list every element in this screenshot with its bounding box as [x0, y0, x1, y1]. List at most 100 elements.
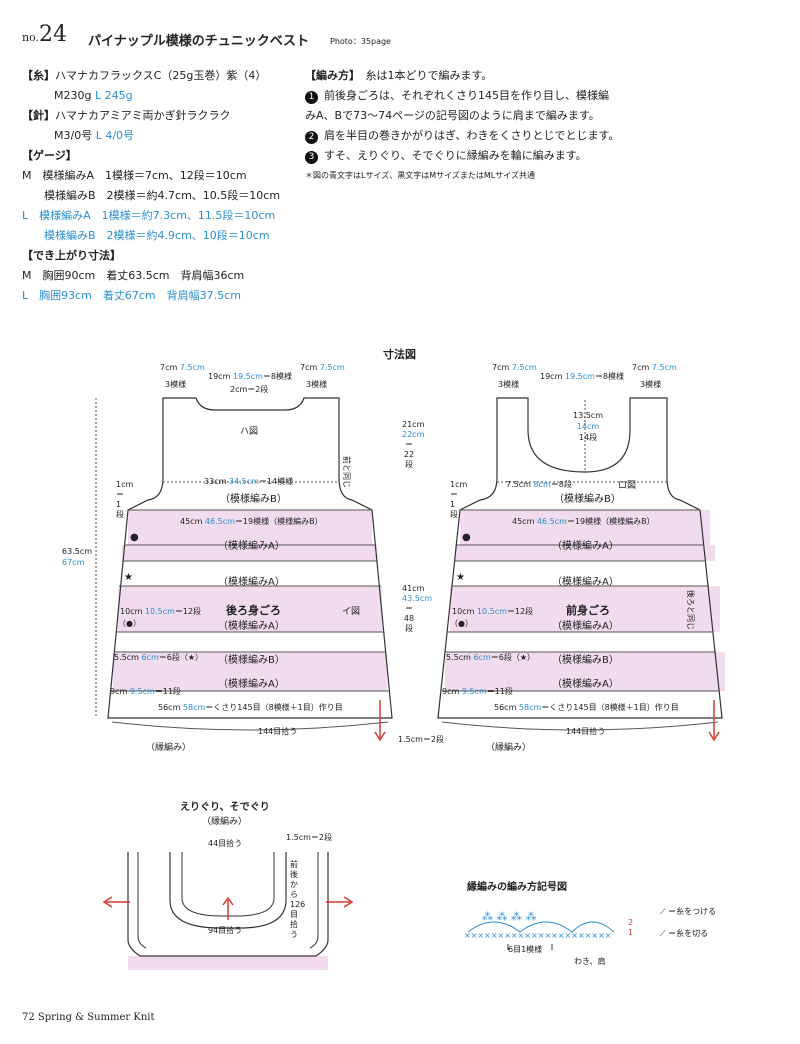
front-arm-rows: 1cm＝1段: [450, 480, 468, 519]
back-edge-label: （縁編み）: [146, 743, 192, 753]
back-star-marker: ★: [124, 572, 133, 583]
back-outline: [107, 397, 393, 719]
method-intro: 糸は1本どりで編みます。: [365, 69, 493, 82]
front-pattern-b: （模様編みB）: [554, 494, 621, 505]
back-band-b: [128, 510, 372, 545]
back-shoulder-left-sts: 3模様: [165, 380, 187, 389]
back-arm-rows: 1cm＝1段: [116, 480, 134, 519]
gauge-l-a: L 模様編みA 1模様＝約7.3cm、11.5段＝10cm: [22, 209, 276, 222]
diagram-title: 寸法図: [383, 348, 416, 361]
edging-rows: 1.5cm＝2段: [286, 833, 333, 842]
back-pattern-a4: （模様編みA）: [218, 679, 285, 690]
edging-diagram: [102, 852, 354, 970]
edging-title: えりぐり、そでぐり: [180, 802, 270, 813]
front-hem-pickup: 144目拾う: [566, 727, 606, 736]
back-hem-pickup: 144目拾う: [258, 727, 298, 736]
chart-title: 縁編みの編み方記号図: [467, 882, 567, 893]
edging-subtitle: （縁編み）: [202, 817, 248, 827]
book-title: Spring & Summer Knit: [37, 1012, 155, 1023]
back-figure-ref: ハ図: [240, 427, 259, 437]
method-step1-a: 前後身ごろは、それぞれくさり145目を作り目し、模様編: [324, 89, 609, 102]
back-pattern-a2: （模様編みA）: [218, 577, 285, 588]
back-yoke-width: 33cm 34.5cm＝14模様: [204, 477, 294, 486]
gauge-m-b: 模様編みB 2模様＝約4.7cm、10.5段＝10cm: [44, 189, 281, 202]
method-step3: すそ、えりぐり、そでぐりに縁編みを輪に編みます。: [324, 149, 587, 162]
back-section-55: 5.5cm 6cm＝6段（★）: [114, 653, 204, 662]
back-pattern-b: （模様編みB）: [220, 494, 287, 505]
needle-label: 【針】: [22, 109, 55, 122]
edging-neck-inner: [181, 852, 275, 917]
issue-number-value: 24: [39, 22, 68, 47]
method-step1-b: みA、Bで73～74ページの記号図のように肩まで編みます。: [305, 109, 600, 122]
front-band-b: [460, 510, 710, 545]
method-note: ＊図の青文字はLサイズ、黒文字はMサイズまたはMLサイズ共通: [305, 171, 535, 180]
front-panel-diagram: [437, 397, 725, 742]
back-shoulder-right-sts: 3模様: [306, 380, 328, 389]
gauge-m-a: M 模様編みA 1模様＝7cm、12段＝10cm: [22, 169, 247, 182]
back-panel-label: 後ろ身ごろ: [226, 604, 281, 617]
edging-hem-band: [128, 956, 328, 970]
edging-arm-inner: [137, 852, 147, 949]
attach-yarn-icon: ⟋: [660, 907, 669, 916]
issue-number: no.24: [22, 22, 67, 47]
method-step2: 肩を半目の巻きかがりはぎ、わきをくさりとじでとじます。: [324, 129, 620, 142]
front-edge-label: （縁編み）: [486, 743, 532, 753]
back-hem-width: 56cm 58cm＝くさり145目（8模様＋1目）作り目: [158, 703, 343, 712]
back-shoulder-left: 7cm 7.5cm: [160, 363, 205, 372]
edging-pick-44: 44目拾う: [208, 839, 243, 848]
back-i-figure-ref: イ図: [342, 607, 361, 617]
legend-attach: ⟋ ＝糸をつける: [660, 907, 717, 916]
back-band-a3: [113, 652, 387, 691]
front-shoulder-left: 7cm 7.5cm: [492, 363, 537, 372]
front-body-width: 45cm 46.5cm＝19模様（模様編みB）: [512, 517, 655, 526]
front-star-marker: ★: [456, 572, 465, 583]
size-m: M 胸囲90cm 着丈63.5cm 背肩幅36cm: [22, 269, 245, 282]
front-section-10-mark: （●）: [450, 619, 473, 628]
size-l: L 胸囲93cm 着丈67cm 背肩幅37.5cm: [22, 289, 241, 302]
front-figure-ref: ロ図: [618, 481, 637, 491]
gauge-label: 【ゲージ】: [22, 149, 77, 162]
front-shoulder-left-sts: 3模様: [498, 380, 520, 389]
front-shoulder-right-sts: 3模様: [640, 380, 662, 389]
back-dot-marker: ●: [130, 532, 139, 543]
front-neck-width: 19cm 19.5cm＝8模様: [540, 372, 625, 381]
back-neck-rows: 2cm＝2段: [230, 385, 269, 394]
chart-chain-row: ××××××××××××××××××××××: [464, 931, 611, 940]
issue-prefix: no.: [22, 31, 40, 44]
hem-edge-rows: 1.5cm＝2段: [398, 735, 445, 744]
front-pattern-b2: （模様編みB）: [552, 655, 619, 666]
back-shoulder-right: 7cm 7.5cm: [300, 363, 345, 372]
materials-block: 【糸】ハマナカフラックスC（25g玉巻）紫（4） M230g L 245g 【針…: [22, 66, 280, 306]
needle-l: L 4/0号: [95, 129, 135, 142]
yarn-m: M230g: [54, 89, 92, 102]
method-label: 【編み方】: [305, 69, 355, 82]
front-pattern-a1: （模様編みA）: [552, 541, 619, 552]
back-pattern-b2: （模様編みB）: [218, 655, 285, 666]
stitch-chart: ×××××××××××××××××××××× ⁂ ⁂ ⁂ ⁂: [464, 910, 615, 950]
gauge-l-b: 模様編みB 2模様＝約4.9cm、10段＝10cm: [44, 229, 270, 242]
back-panel-diagram: [95, 397, 393, 742]
front-hem-width: 56cm 58cm＝くさり145目（8模様＋1目）作り目: [494, 703, 679, 712]
page-footer: 72 Spring & Summer Knit: [22, 1012, 155, 1023]
back-section-9: 9cm 9.5cm＝11段: [110, 687, 181, 696]
front-band-a2: [450, 586, 720, 632]
back-band-a2: [118, 586, 382, 632]
front-pattern-a2: （模様編みA）: [552, 577, 619, 588]
chart-row-2: 2: [628, 918, 634, 927]
edging-outer: [127, 852, 329, 957]
needle-m: M3/0号: [54, 129, 93, 142]
front-outline: [437, 397, 723, 719]
page-number: 72: [22, 1012, 35, 1023]
legend-cut: ⟋ ＝糸を切る: [660, 929, 709, 938]
bullet-3: 3: [305, 151, 318, 164]
back-same-as-front: 前と同じ: [342, 456, 351, 488]
back-section-10-mark: （●）: [118, 619, 141, 628]
back-band-a1: [122, 545, 377, 561]
back-section-10: 10cm 10.5cm＝12段: [120, 607, 202, 616]
needle-name: ハマナカアミアミ両かぎ針ラクラク: [55, 109, 231, 122]
